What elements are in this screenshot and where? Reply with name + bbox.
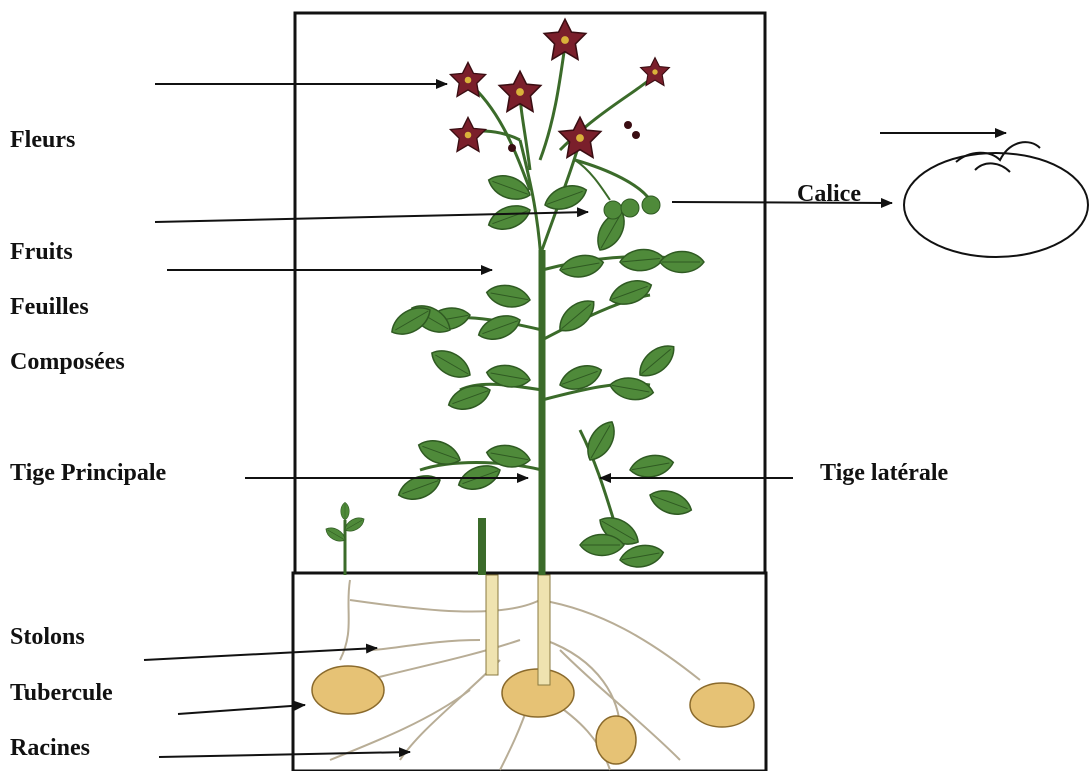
label-tige-principale: Tige Principale [10, 461, 166, 485]
label-fleurs: Fleurs [10, 128, 75, 152]
label-fruits: Fruits [10, 240, 73, 264]
label-tubercule: Tubercule [10, 681, 113, 705]
arrow-racines [159, 752, 410, 757]
label-tige-laterale: Tige latérale [820, 461, 948, 485]
tubers [312, 666, 754, 764]
label-feuilles: Feuilles [10, 295, 89, 319]
label-stolons: Stolons [10, 625, 85, 649]
side-shoots [323, 502, 486, 575]
arrow-tubercule [178, 705, 305, 714]
label-composees: Composées [10, 350, 125, 374]
calyx-fruit-illustration [904, 142, 1088, 257]
label-calice: Calice [797, 182, 861, 206]
fruits [575, 160, 660, 219]
label-racines: Racines [10, 736, 90, 760]
pointer-arrows [144, 84, 1006, 757]
